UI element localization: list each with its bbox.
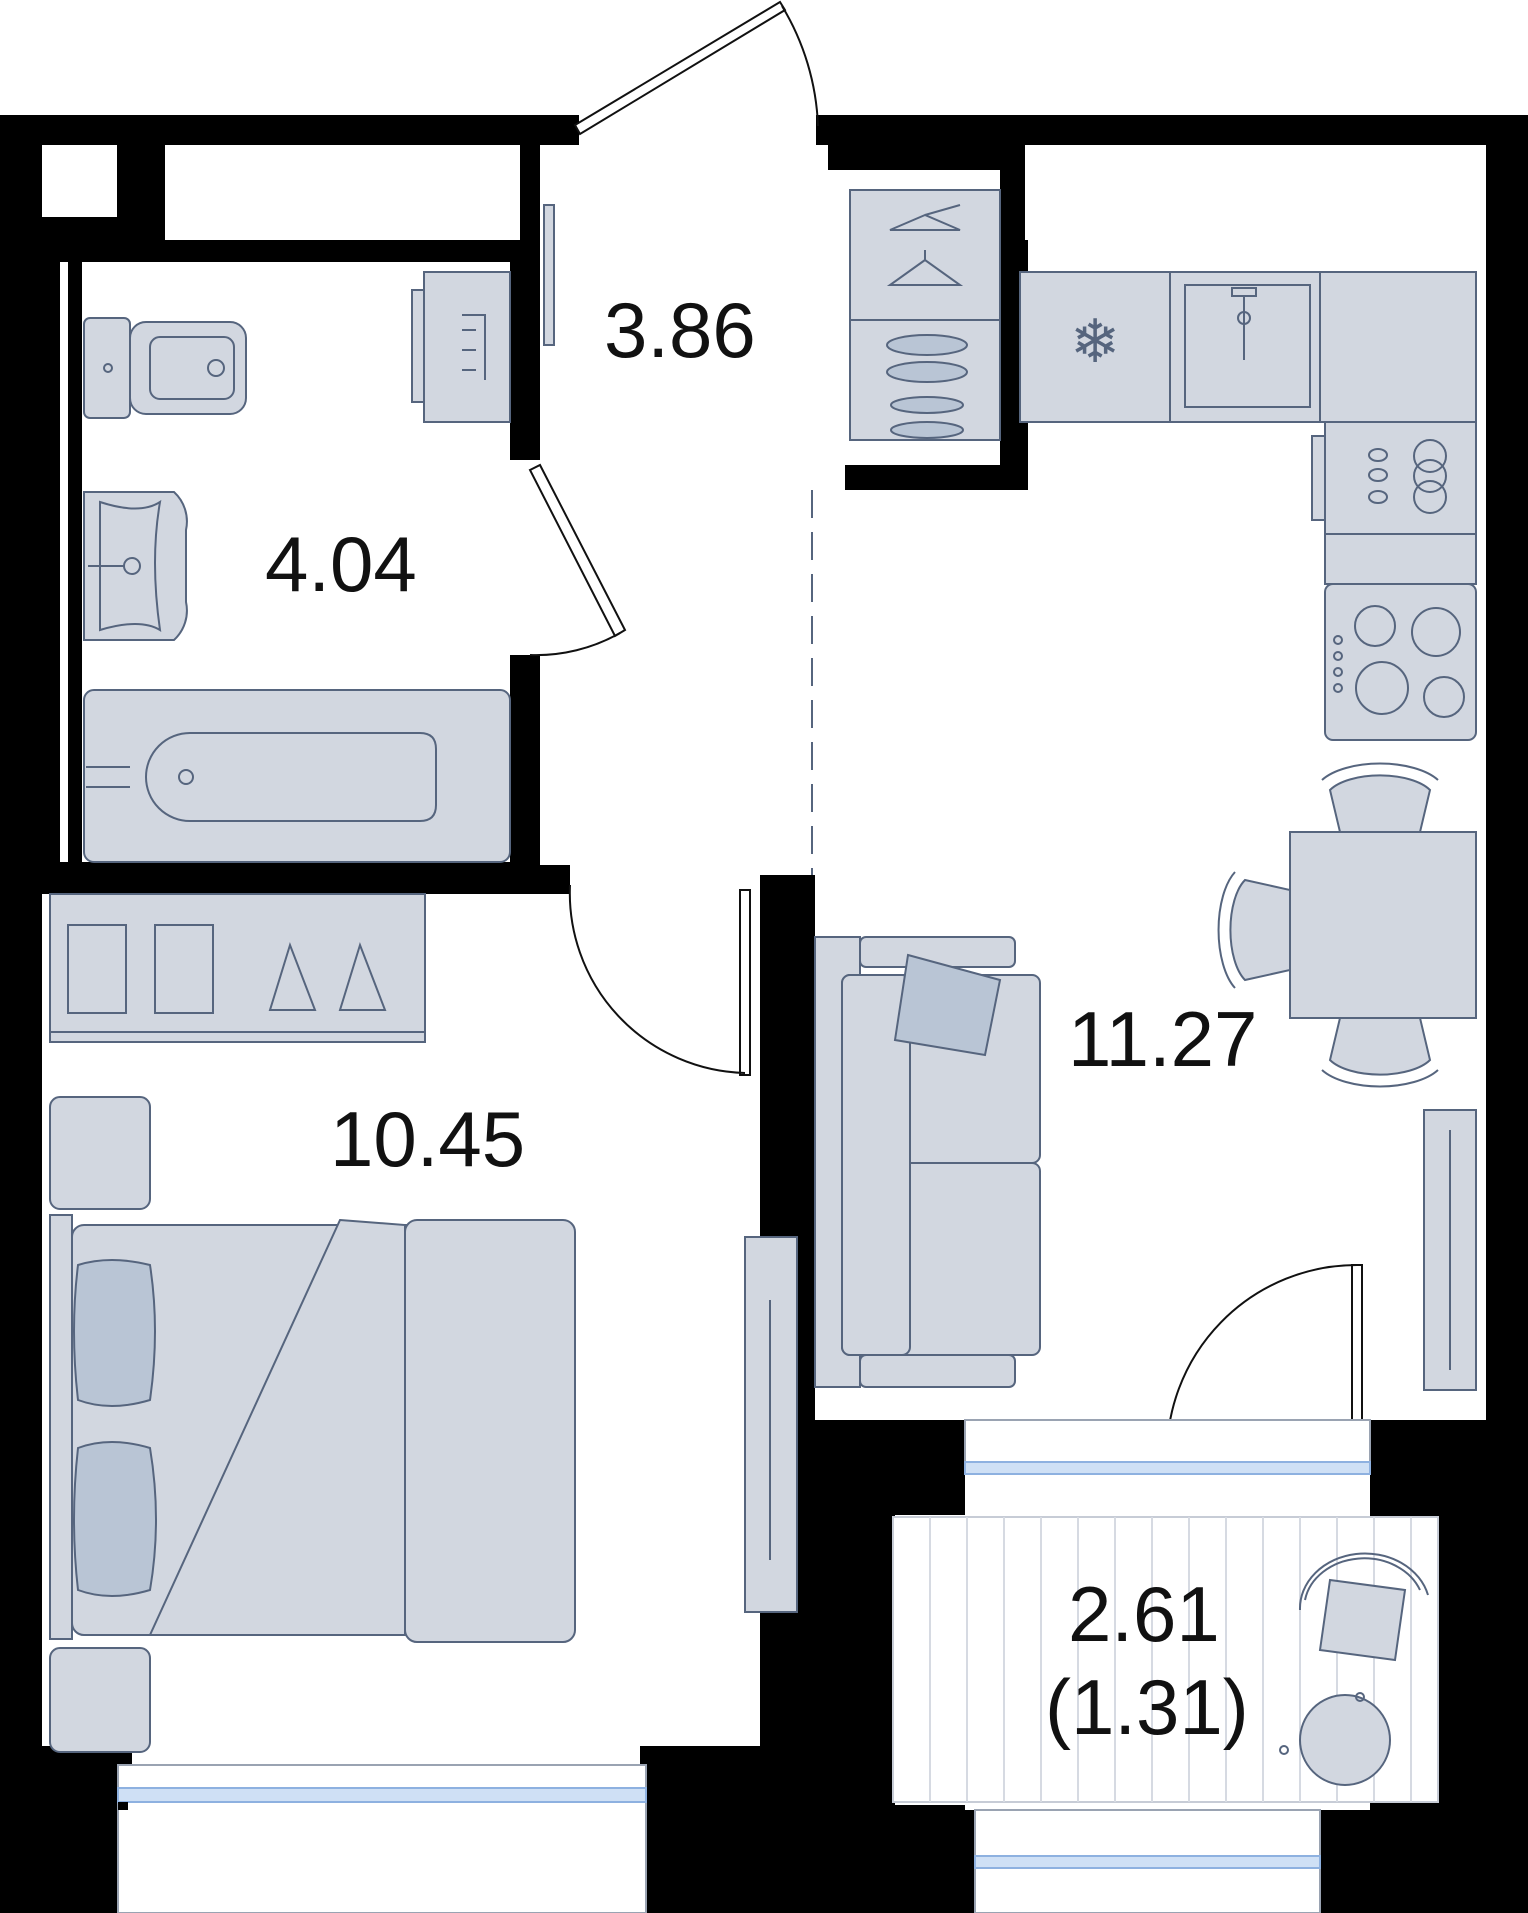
nightstand-top: [49, 1096, 151, 1210]
area-label-balcony: 2.61: [1068, 1570, 1220, 1658]
dining-chair-top: [1321, 762, 1439, 833]
bedroom-window-glazing: [117, 1787, 647, 1803]
hallway-wardrobe: [849, 189, 1001, 441]
cooktop: [1324, 583, 1477, 741]
dining-chair-bottom: [1321, 1017, 1439, 1088]
sofa: [814, 936, 1041, 1388]
dining-table: [1289, 831, 1477, 1019]
balcony-entry-glazing: [964, 1461, 1371, 1475]
bathroom-door: [528, 463, 627, 657]
bedroom-wardrobe: [49, 893, 426, 1043]
balcony-chair: [1298, 1552, 1429, 1662]
area-label-bathroom: 4.04: [265, 520, 417, 608]
double-bed: [49, 1214, 576, 1643]
washing-machine: [411, 271, 511, 423]
bedroom-door: [568, 884, 751, 1076]
tv-bedroom: [744, 1236, 798, 1613]
counter-top: [1319, 271, 1477, 423]
entrance-door: [567, 0, 828, 145]
hallway-shelf: [543, 204, 555, 346]
dining-chair-left: [1217, 871, 1291, 989]
area-label-hallway: 3.86: [604, 286, 756, 374]
oven: [1311, 421, 1477, 535]
svg-text:❄: ❄: [1070, 307, 1120, 377]
kitchen-sink: [1169, 271, 1321, 423]
counter-small: [1324, 533, 1477, 585]
nightstand-bottom: [49, 1647, 151, 1753]
top-windows: [42, 145, 1471, 240]
sink: [83, 491, 188, 641]
bathtub: [83, 689, 511, 863]
area-label-bedroom: 10.45: [330, 1095, 526, 1183]
area-label-kitchen-living: 11.27: [1068, 995, 1258, 1083]
balcony-table: [1279, 1692, 1391, 1786]
fridge: ❄: [1019, 271, 1171, 423]
balcony-outer-glazing: [974, 1855, 1321, 1869]
tv-living: [1423, 1109, 1477, 1391]
area-label-balcony-reduced: (1.31): [1045, 1663, 1249, 1751]
toilet: [83, 317, 247, 419]
